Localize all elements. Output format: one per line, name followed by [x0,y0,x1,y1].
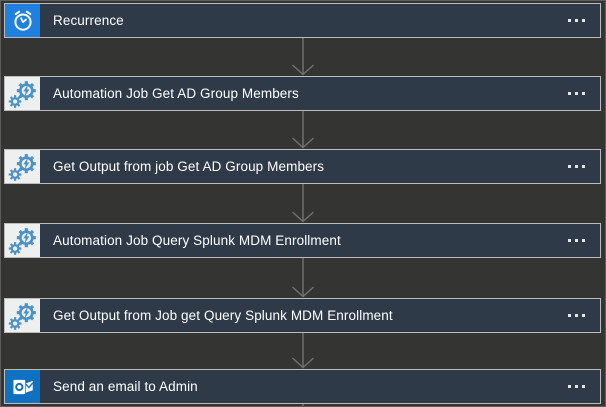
workflow-step-card[interactable]: Automation Job Get AD Group Members [4,76,601,111]
workflow-step-card[interactable]: Get Output from Job get Query Splunk MDM… [4,298,601,333]
connector-arrow [291,184,315,223]
step-title: Automation Job Get AD Group Members [53,86,299,101]
step-menu-button[interactable] [558,77,600,110]
workflow-step-card[interactable]: Get Output from job Get AD Group Members [4,149,601,184]
ellipsis-icon [568,239,571,242]
connector-arrow [291,333,315,369]
step-menu-button[interactable] [558,4,600,37]
ellipsis-icon [575,165,578,168]
step-menu-button[interactable] [558,150,600,183]
workflow-step-card[interactable]: Automation Job Query Splunk MDM Enrollme… [4,223,601,258]
ellipsis-icon [575,92,578,95]
connector-arrow [291,38,315,76]
workflow-step-card[interactable]: Recurrence [4,3,601,38]
ellipsis-icon [575,385,578,388]
ellipsis-icon [568,19,571,22]
step-menu-button[interactable] [558,224,600,257]
ellipsis-icon [575,19,578,22]
automation-runbook-icon [5,150,40,183]
ellipsis-icon [568,385,571,388]
step-title: Send an email to Admin [53,379,198,394]
recurrence-clock-icon [5,4,40,37]
ellipsis-icon [575,239,578,242]
ellipsis-icon [582,239,585,242]
ellipsis-icon [582,165,585,168]
ellipsis-icon [582,92,585,95]
connector-arrow [291,258,315,298]
ellipsis-icon [582,385,585,388]
step-title: Recurrence [53,13,124,28]
step-menu-button[interactable] [558,370,600,403]
connector-arrow [291,111,315,149]
step-title: Get Output from job Get AD Group Members [53,159,325,174]
step-menu-button[interactable] [558,299,600,332]
ellipsis-icon [582,314,585,317]
ellipsis-icon [568,314,571,317]
step-title: Automation Job Query Splunk MDM Enrollme… [53,233,341,248]
outlook-icon [5,370,40,403]
automation-runbook-icon [5,77,40,110]
automation-runbook-icon [5,224,40,257]
ellipsis-icon [568,165,571,168]
ellipsis-icon [582,19,585,22]
automation-runbook-icon [5,299,40,332]
ellipsis-icon [575,314,578,317]
step-title: Get Output from Job get Query Splunk MDM… [53,308,393,323]
ellipsis-icon [568,92,571,95]
workflow-step-card[interactable]: Send an email to Admin [4,369,601,404]
